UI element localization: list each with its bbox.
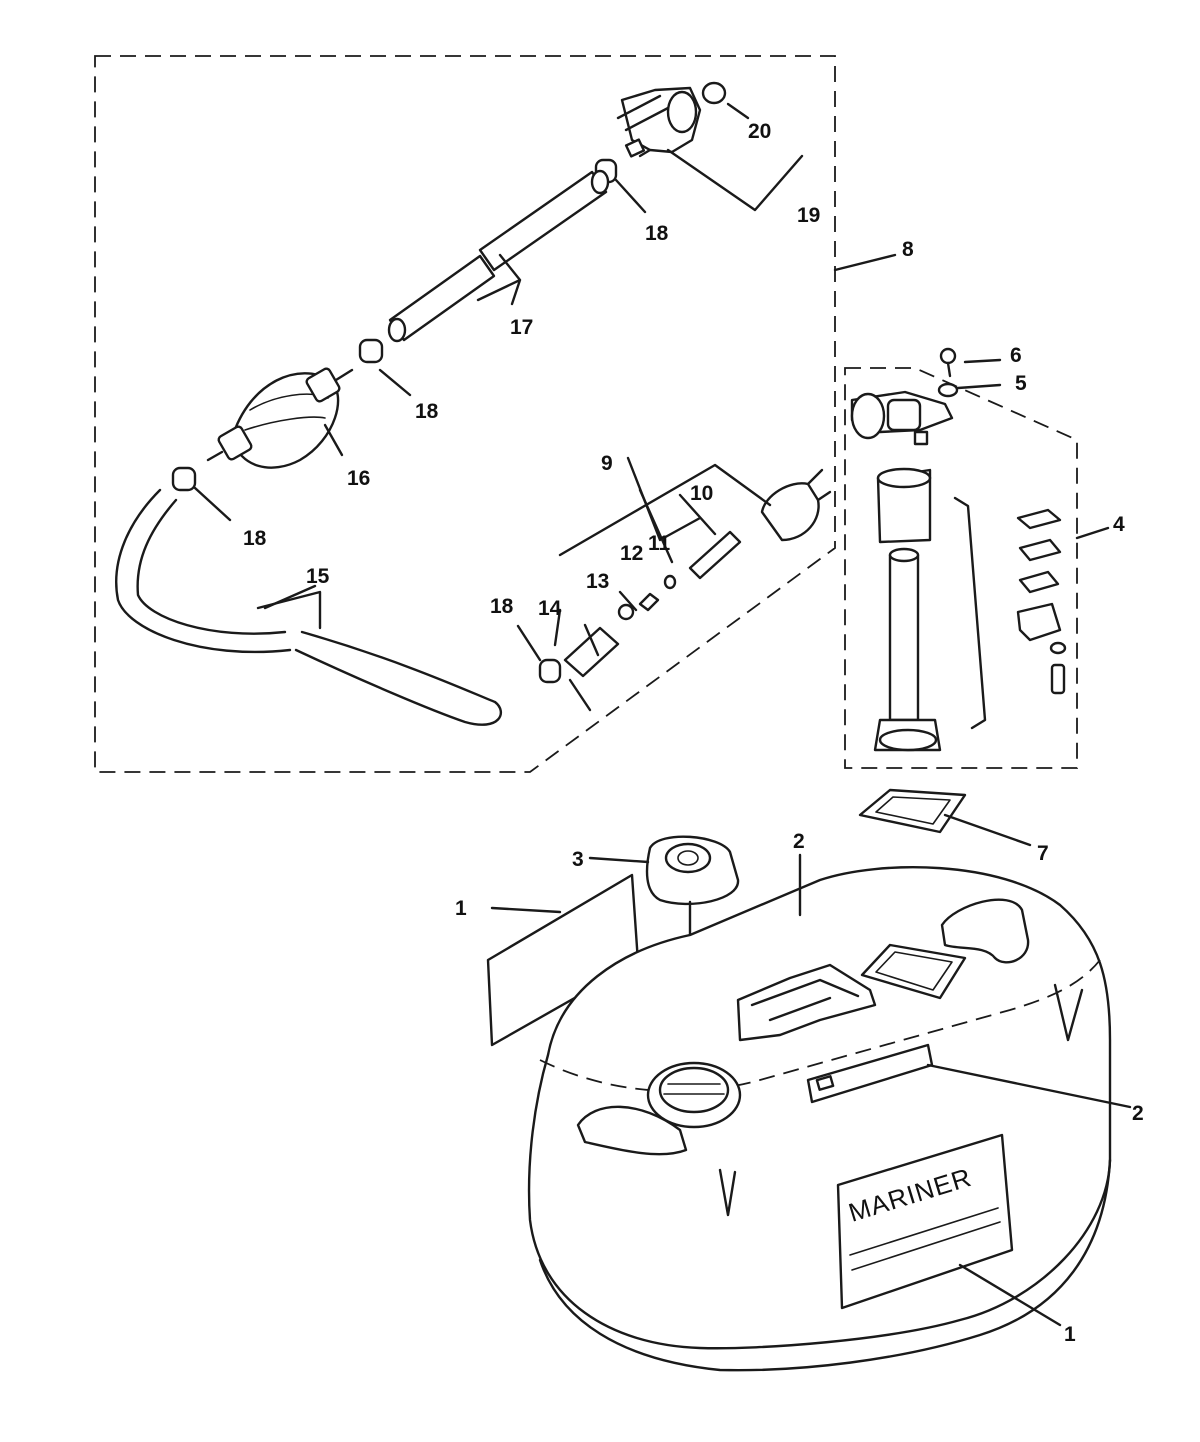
float-rod <box>953 496 987 730</box>
fuel-line-kit-boundary <box>94 55 836 773</box>
callout-19: 19 <box>797 204 820 227</box>
callout-16: 16 <box>347 467 370 490</box>
screw-icon <box>939 347 957 378</box>
callout-1-decal: 1 <box>455 897 467 920</box>
fuel-gauge-head <box>850 390 954 446</box>
hose-clamp-lower <box>171 466 197 492</box>
fuel-tank <box>527 866 1112 1372</box>
callout-4: 4 <box>1113 513 1125 536</box>
callout-18-mid: 18 <box>415 400 439 423</box>
callout-20: 20 <box>748 120 771 143</box>
hose-upper-segment-b <box>387 254 496 343</box>
tank-connector <box>616 86 702 158</box>
callout-2-bottom: 2 <box>1132 1102 1144 1125</box>
fitting-assembly <box>538 468 832 684</box>
fuel-pickup-kit-boundary <box>844 367 1078 769</box>
callout-17: 17 <box>510 316 533 339</box>
callout-18-bottom: 18 <box>490 595 514 618</box>
hose-upper-segment-a <box>478 169 610 272</box>
hose-lower <box>115 488 502 726</box>
gasket <box>858 788 967 834</box>
callout-3: 3 <box>572 848 584 871</box>
callout-labels: 20 19 18 8 17 18 16 18 15 9 10 11 12 13 … <box>243 120 1144 1346</box>
primer-bulb <box>206 367 354 469</box>
gauge-lens-stack <box>1016 508 1067 695</box>
callout-15: 15 <box>306 565 330 588</box>
leader-lines <box>193 102 1132 1327</box>
o-ring-icon <box>701 81 727 105</box>
hose-clamp-mid <box>358 338 384 364</box>
callout-8: 8 <box>902 238 914 261</box>
callout-5: 5 <box>1015 372 1027 395</box>
callout-7: 7 <box>1037 842 1049 865</box>
callout-18-top: 18 <box>645 222 669 245</box>
callout-2-top: 2 <box>793 830 805 853</box>
callout-1-tank: 1 <box>1064 1323 1076 1346</box>
callout-6: 6 <box>1010 344 1022 367</box>
fuel-cap <box>645 835 740 1070</box>
washer-icon <box>937 382 959 398</box>
callout-11: 11 <box>648 532 671 555</box>
pickup-tube <box>873 547 942 752</box>
callout-9: 9 <box>601 452 613 475</box>
callout-12: 12 <box>620 542 643 565</box>
callout-14: 14 <box>538 597 562 620</box>
brand-decal <box>836 1133 1014 1310</box>
callout-10: 10 <box>690 482 713 505</box>
float-cup <box>876 467 932 544</box>
callout-13: 13 <box>586 570 609 593</box>
callout-18-left: 18 <box>243 527 267 550</box>
